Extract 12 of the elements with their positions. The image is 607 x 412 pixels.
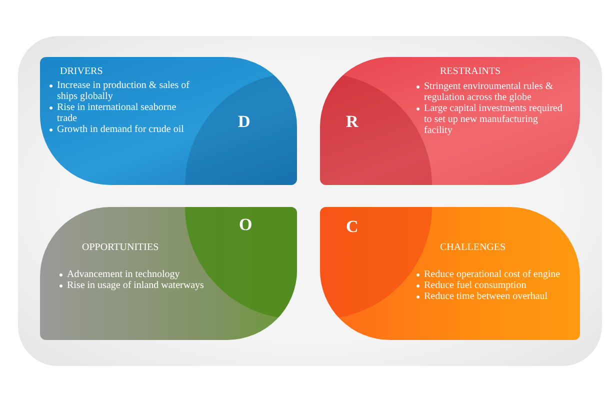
bullet-item: Large capital investments required to set up new manufacturing facility: [415, 103, 565, 136]
swot-panel: [40, 207, 297, 340]
panel-heading: DRIVERS: [60, 66, 103, 77]
quadrant-letter: R: [346, 112, 358, 132]
panel-heading: CHALLENGES: [440, 242, 506, 253]
quadrant-letter: C: [346, 217, 358, 237]
panel-heading: RESTRAINTS: [440, 66, 501, 77]
panel-heading: OPPORTUNITIES: [82, 242, 159, 253]
swot-panel: [320, 207, 580, 340]
quadrant-letter: D: [238, 112, 250, 132]
swot-panel: [40, 57, 297, 185]
quadrant-letter: O: [239, 215, 252, 235]
